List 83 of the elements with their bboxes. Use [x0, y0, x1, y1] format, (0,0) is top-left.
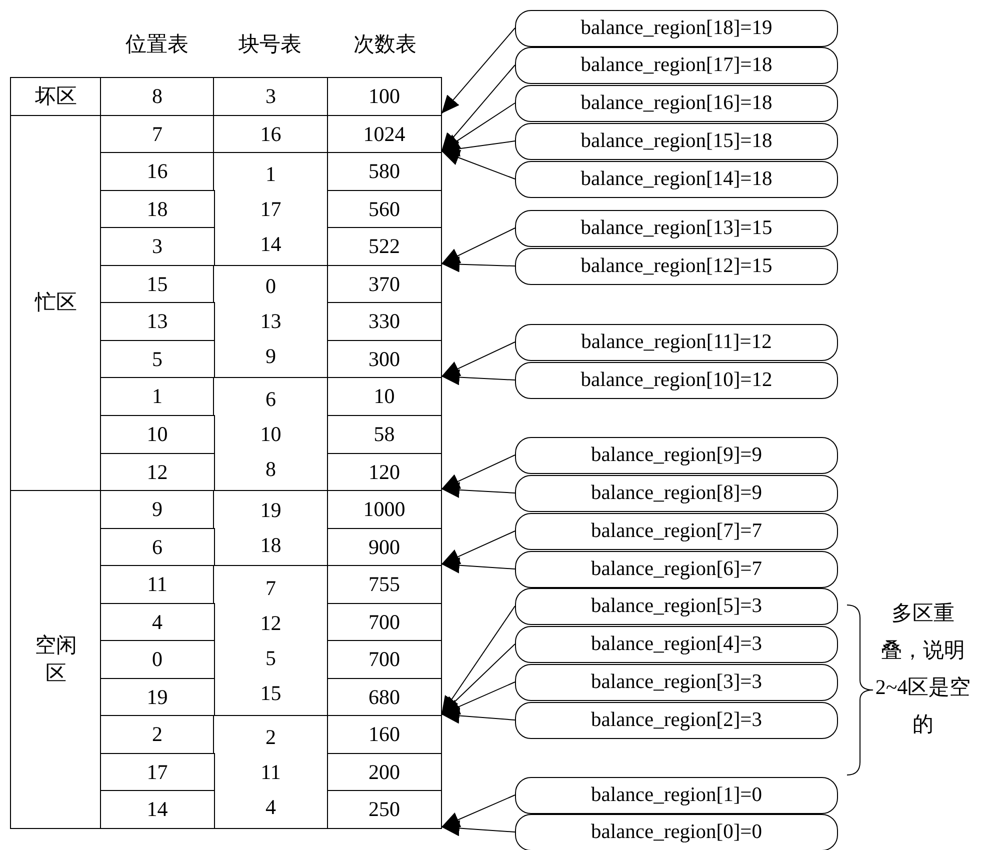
table-cell: 560 — [327, 190, 442, 229]
value-box: balance_region[3]=3 — [515, 664, 838, 700]
value-box: balance_region[1]=0 — [515, 776, 838, 814]
table-cell: 58 — [327, 414, 442, 454]
table-cell: 8 — [100, 77, 214, 116]
table-cell: 3 — [100, 227, 214, 266]
table-cell: 17 — [100, 752, 214, 792]
arrow — [441, 682, 516, 715]
value-box: balance_region[12]=15 — [515, 248, 838, 284]
arrow — [441, 64, 516, 152]
value-box: balance_region[0]=0 — [515, 814, 838, 850]
table-cell: 0 — [100, 640, 214, 680]
value-box: balance_region[5]=3 — [515, 588, 838, 624]
table-cell: 6 — [100, 528, 214, 567]
value-box: balance_region[17]=18 — [515, 46, 838, 84]
table-cell: 10 — [327, 377, 442, 416]
table-cell: 2 11 4 — [213, 715, 328, 830]
arrow — [441, 256, 516, 272]
table-cell: 1000 — [327, 490, 442, 530]
table-cell: 330 — [327, 302, 442, 342]
arrow — [441, 28, 516, 114]
table-cell: 空闲区 — [10, 490, 102, 830]
table-cell: 19 — [100, 678, 214, 717]
value-box: balance_region[14]=18 — [515, 160, 838, 198]
arrow — [441, 820, 516, 836]
table-cell: 580 — [327, 152, 442, 192]
value-box: balance_region[6]=7 — [515, 550, 838, 588]
table-cell: 250 — [327, 790, 442, 830]
arrow — [441, 369, 516, 386]
table-cell: 680 — [327, 678, 442, 717]
column-header: 块号表 — [238, 31, 302, 58]
arrow — [441, 102, 516, 152]
table-cell: 900 — [327, 528, 442, 567]
table-cell: 120 — [327, 452, 442, 492]
table-cell: 755 — [327, 565, 442, 604]
table-cell: 700 — [327, 602, 442, 642]
arrow — [441, 482, 516, 498]
arrow — [441, 530, 516, 565]
arrow — [441, 342, 516, 377]
table-cell: 14 — [100, 790, 214, 830]
table-cell: 5 — [100, 340, 214, 379]
table-cell: 522 — [327, 227, 442, 266]
value-box: balance_region[18]=19 — [515, 10, 838, 46]
arrow — [441, 150, 516, 180]
table-cell: 1 — [100, 377, 214, 416]
arrow — [441, 140, 516, 157]
value-box: balance_region[15]=18 — [515, 122, 838, 160]
value-box: balance_region[9]=9 — [515, 436, 838, 474]
value-box: balance_region[16]=18 — [515, 84, 838, 122]
arrow — [441, 557, 516, 574]
value-box: balance_region[13]=15 — [515, 210, 838, 246]
table-cell: 1024 — [327, 114, 442, 154]
table-cell: 200 — [327, 752, 442, 792]
table-cell: 100 — [327, 77, 442, 116]
table-cell: 12 — [100, 452, 214, 492]
table-cell: 10 — [100, 414, 214, 454]
value-box: balance_region[2]=3 — [515, 702, 838, 738]
table-cell: 3 — [213, 77, 328, 116]
table-cell: 13 — [100, 302, 214, 342]
arrow — [441, 794, 516, 828]
value-box: balance_region[7]=7 — [515, 512, 838, 550]
note-text: 多区重叠，说明2~4区是空的 — [875, 600, 971, 738]
table-cell: 9 — [100, 490, 214, 530]
value-box: balance_region[10]=12 — [515, 362, 838, 398]
value-box: balance_region[4]=3 — [515, 626, 838, 662]
table-cell: 18 — [100, 190, 214, 229]
column-header: 次数表 — [352, 31, 418, 58]
table-cell: 700 — [327, 640, 442, 680]
arrow — [441, 606, 516, 715]
arrow — [441, 228, 516, 264]
table-cell: 2 — [100, 715, 214, 754]
table-cell: 11 — [100, 565, 214, 604]
arrow — [441, 708, 516, 724]
table-cell: 300 — [327, 340, 442, 379]
table-cell: 160 — [327, 715, 442, 754]
value-box: balance_region[11]=12 — [515, 324, 838, 360]
table-cell: 370 — [327, 264, 442, 304]
value-box: balance_region[8]=9 — [515, 474, 838, 512]
table-cell: 坏区 — [10, 77, 102, 116]
table-cell: 4 — [100, 602, 214, 642]
table-cell: 16 — [100, 152, 214, 192]
arrow — [441, 454, 516, 490]
column-header: 位置表 — [124, 31, 190, 58]
